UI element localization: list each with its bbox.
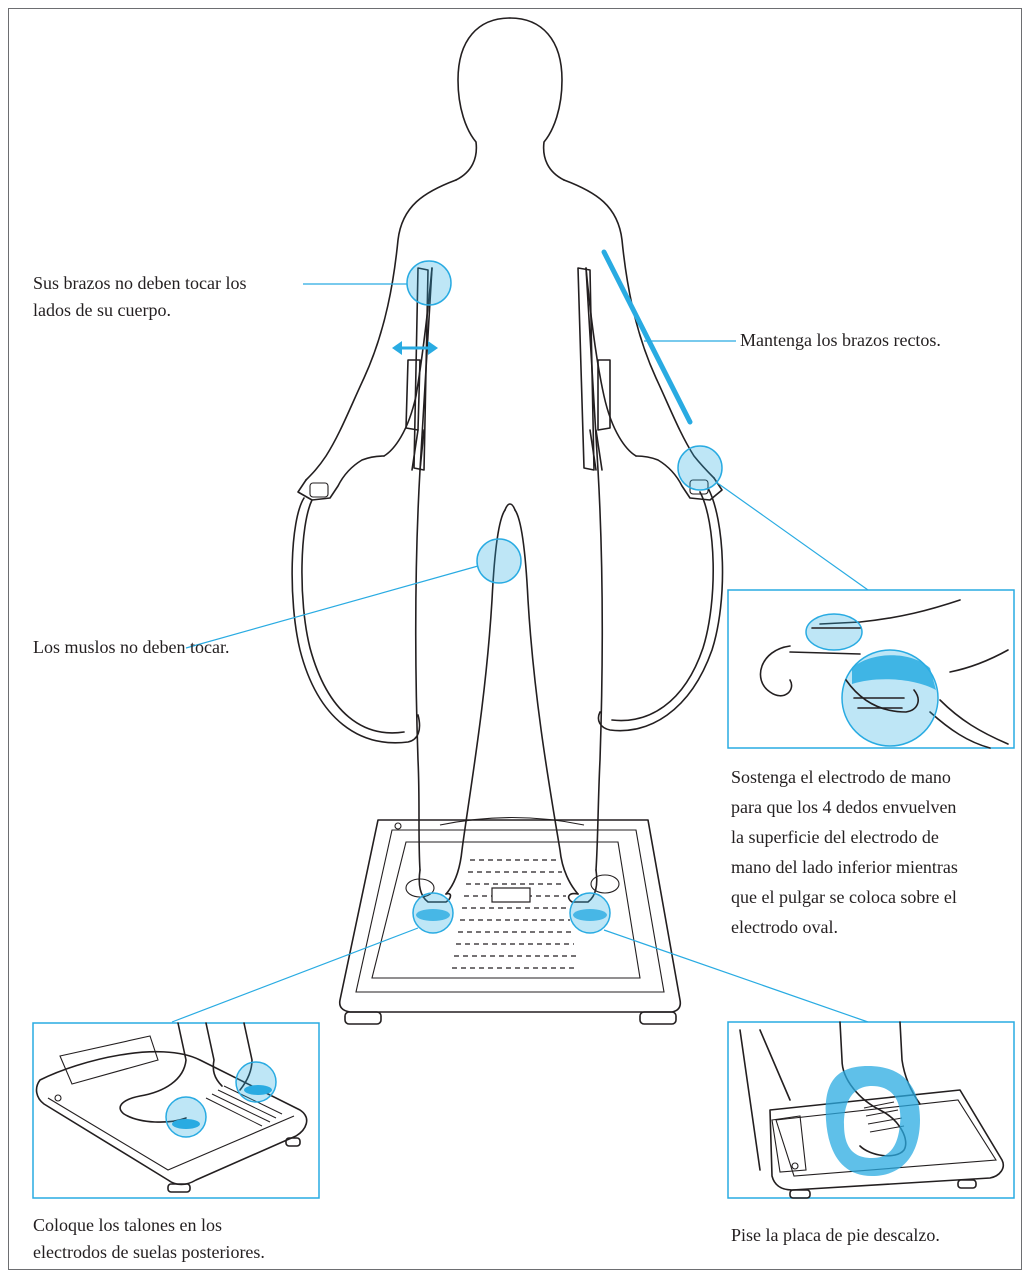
- caption-thighs: Los muslos no deben tocar.: [33, 634, 293, 661]
- hand-electrode-cables: [292, 488, 722, 743]
- caption-heels-line-2: electrodos de suelas posteriores.: [33, 1239, 333, 1266]
- caption-arms-straight: Mantenga los brazos rectos.: [740, 327, 1020, 354]
- caption-arms-apart: Sus brazos no deben tocar los lados de s…: [33, 270, 308, 324]
- inset-heels: [33, 1023, 319, 1198]
- scale-platform: [340, 818, 681, 1025]
- caption-hand-line-5: que el pulgar se coloca sobre el: [731, 882, 1021, 912]
- platform-grid: [452, 860, 578, 968]
- caption-arms-apart-line-1: Sus brazos no deben tocar los: [33, 270, 308, 297]
- inset-hand-electrode: [728, 590, 1014, 748]
- caption-hand-electrode: Sostenga el electrodo de mano para que l…: [731, 762, 1021, 942]
- caption-hand-line-1: Sostenga el electrodo de mano: [731, 762, 1021, 792]
- caption-hand-line-4: mano del lado inferior mientras: [731, 852, 1021, 882]
- thigh-highlight: [477, 539, 521, 583]
- caption-hand-line-6: electrodo oval.: [731, 912, 1021, 942]
- human-figure: [298, 18, 722, 902]
- caption-barefoot: Pise la placa de pie descalzo.: [731, 1222, 1016, 1249]
- inset-barefoot: [728, 1022, 1014, 1198]
- caption-heels: Coloque los talones en los electrodos de…: [33, 1212, 333, 1266]
- straight-arm-indicator: [604, 252, 690, 422]
- caption-heels-line-1: Coloque los talones en los: [33, 1212, 333, 1239]
- caption-hand-line-2: para que los 4 dedos envuelven: [731, 792, 1021, 822]
- armpit-highlight: [407, 261, 451, 305]
- right-hand-highlight: [678, 446, 722, 490]
- double-headed-arrow-icon: [392, 341, 438, 355]
- caption-hand-line-3: la superficie del electrodo de: [731, 822, 1021, 852]
- caption-arms-apart-line-2: lados de su cuerpo.: [33, 297, 308, 324]
